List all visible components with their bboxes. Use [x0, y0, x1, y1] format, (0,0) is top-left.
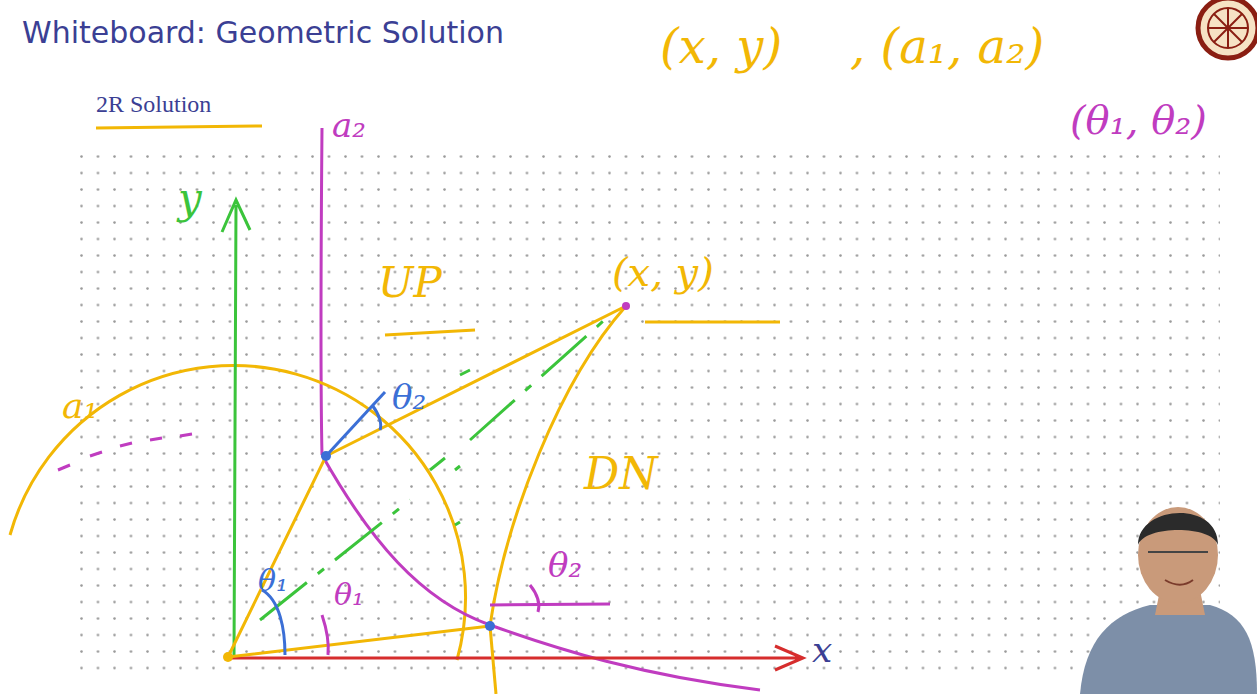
dash-marks [58, 434, 192, 470]
slide-title: Whiteboard: Geometric Solution [22, 18, 504, 48]
y-axis [222, 200, 250, 658]
config-label: DN [584, 452, 658, 496]
elbow-down-links [228, 306, 626, 657]
target-point: (x, y) [612, 252, 714, 292]
given-lengths: , (a₁, a₂) [850, 22, 1044, 70]
angle-arc [322, 615, 328, 655]
link-length: a₁ [62, 388, 98, 424]
angle-arc [530, 585, 539, 612]
underline [645, 321, 780, 324]
x-axis [226, 646, 803, 670]
angle-label: θ₁ [334, 580, 364, 610]
config-label: UP [378, 262, 442, 304]
circle-a1 [10, 366, 466, 660]
link-extension [326, 392, 385, 456]
base-joint [223, 652, 233, 662]
angle-label: θ₂ [392, 380, 426, 414]
base-to-target [260, 315, 610, 620]
tick-marks [455, 370, 470, 525]
link-extension [490, 626, 496, 694]
axis-label: y [178, 178, 202, 220]
elbow-up-links [228, 306, 626, 657]
dot-grid [80, 152, 1220, 682]
angle-label: θ₂ [548, 548, 582, 582]
link-extension [490, 604, 610, 605]
angle-arc [372, 405, 381, 430]
elbow-joint [485, 621, 495, 631]
end-effector [622, 302, 630, 310]
angle-label: θ₁ [258, 566, 288, 596]
underline [385, 330, 475, 335]
presenter-photo [1080, 507, 1257, 694]
subtitle: 2R Solution [96, 92, 211, 116]
circle-a2-tangent [321, 128, 322, 455]
axis-label: x [812, 632, 832, 668]
circle-a2 [322, 455, 760, 690]
underline [96, 126, 262, 128]
unknown-angles: (θ₁, θ₂) [1070, 100, 1207, 140]
link-length: a₂ [332, 108, 366, 142]
angle-arc [262, 590, 285, 655]
institute-logo [1198, 0, 1257, 58]
given-point: (x, y) [660, 22, 782, 70]
